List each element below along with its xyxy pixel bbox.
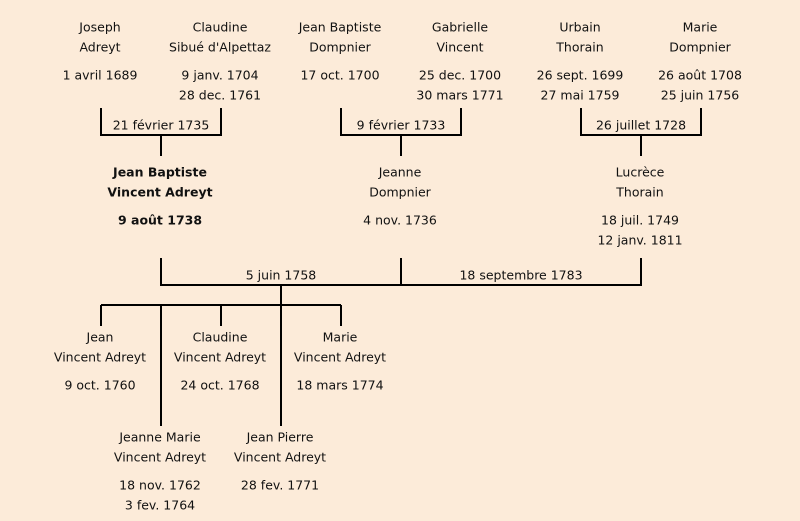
person-last-name: Vincent Adreyt	[173, 349, 267, 365]
person-first-name: Joseph	[79, 19, 121, 35]
person-first-name: Marie	[682, 19, 718, 35]
person-first-name: Jean Pierre	[246, 429, 314, 445]
person-last-name: Dompnier	[669, 39, 731, 55]
marriage-bracket-1	[100, 108, 222, 156]
person-birth-date: 1 avril 1689	[62, 67, 138, 83]
marriage-bracket-2	[340, 108, 462, 156]
person-last-name: Vincent Adreyt	[107, 184, 213, 200]
person-birth-date: 26 août 1708	[658, 67, 742, 83]
person-first-name: Jeanne Marie	[119, 429, 201, 445]
person-first-name: Claudine	[192, 329, 248, 345]
person-birth-date: 25 dec. 1700	[418, 67, 502, 83]
person-birth-date: 18 nov. 1762	[119, 477, 201, 493]
marriage-date: 26 juillet 1728	[595, 117, 687, 133]
person-last-name: Thorain	[616, 184, 664, 200]
person-birth-date: 18 mars 1774	[296, 377, 384, 393]
marriage-bracket-gen2	[160, 258, 642, 286]
person-birth-date: 9 janv. 1704	[181, 67, 259, 83]
marriage-date: 18 septembre 1783	[459, 267, 583, 283]
person-first-name: Lucrèce	[615, 164, 665, 180]
person-first-name: Jean	[86, 329, 114, 345]
person-first-name: Marie	[322, 329, 358, 345]
person-birth-date: 28 fev. 1771	[240, 477, 320, 493]
person-last-name: Dompnier	[309, 39, 371, 55]
person-death-date: 27 mai 1759	[540, 87, 620, 103]
person-death-date: 12 janv. 1811	[597, 232, 683, 248]
person-last-name: Vincent Adreyt	[293, 349, 387, 365]
person-birth-date: 9 août 1738	[117, 212, 203, 228]
person-birth-date: 26 sept. 1699	[536, 67, 624, 83]
person-last-name: Vincent	[436, 39, 484, 55]
person-first-name: Jeanne	[378, 164, 422, 180]
person-birth-date: 18 juil. 1749	[601, 212, 679, 228]
person-death-date: 30 mars 1771	[416, 87, 504, 103]
person-first-name: Urbain	[559, 19, 601, 35]
marriage-bracket-3	[580, 108, 702, 156]
person-last-name: Vincent Adreyt	[113, 449, 207, 465]
person-first-name: Gabrielle	[431, 19, 489, 35]
marriage-date: 5 juin 1758	[245, 267, 317, 283]
person-first-name: Jean Baptiste	[298, 19, 382, 35]
person-death-date: 25 juin 1756	[660, 87, 740, 103]
person-birth-date: 17 oct. 1700	[300, 67, 380, 83]
person-last-name: Vincent Adreyt	[233, 449, 327, 465]
person-birth-date: 4 nov. 1736	[363, 212, 437, 228]
person-death-date: 3 fev. 1764	[124, 497, 196, 513]
person-first-name: Claudine	[192, 19, 248, 35]
marriage-date: 21 février 1735	[112, 117, 210, 133]
person-last-name: Dompnier	[369, 184, 431, 200]
person-death-date: 28 dec. 1761	[178, 87, 262, 103]
children-connector	[100, 285, 342, 426]
person-birth-date: 9 oct. 1760	[64, 377, 136, 393]
person-last-name: Adreyt	[79, 39, 121, 55]
person-birth-date: 24 oct. 1768	[180, 377, 260, 393]
person-first-name: Jean Baptiste	[113, 164, 207, 180]
person-last-name: Sibué d'Alpettaz	[169, 39, 271, 55]
marriage-date: 9 février 1733	[356, 117, 446, 133]
person-last-name: Vincent Adreyt	[53, 349, 147, 365]
person-last-name: Thorain	[556, 39, 604, 55]
